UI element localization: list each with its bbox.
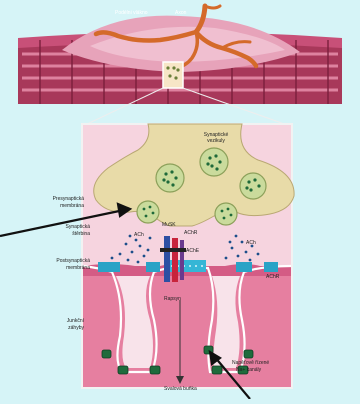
zoom-region <box>163 62 183 88</box>
label-sodium-1: Napěťově řízené <box>232 360 269 366</box>
label-synaptic-vesicles: Synaptické vezikuly <box>196 132 236 144</box>
label-muscle-fiber: Podélni vlákno <box>115 10 148 16</box>
label-achr-mid: AChR <box>184 230 197 236</box>
label-postsynaptic-2: membrána <box>24 265 90 271</box>
label-presynaptic-1: Presynaptická <box>24 196 84 202</box>
label-postsynaptic-1: Postsynaptická <box>24 258 90 264</box>
label-axon: Axon <box>175 10 186 16</box>
label-muscle-cell: Svalová buňka <box>164 386 197 392</box>
label-junctional-1: Junkční <box>28 318 84 324</box>
label-sodium-2: Na+ kanály <box>236 367 261 373</box>
label-junctional-2: záhyby <box>28 325 84 331</box>
label-ach-left: ACh <box>134 232 144 238</box>
label-cleft-2: štěrbina <box>30 231 90 237</box>
vesicle <box>240 173 266 199</box>
label-rapsyn: Rapsyn <box>164 296 181 302</box>
label-cleft-1: Synaptická <box>30 224 90 230</box>
vesicle <box>215 203 237 225</box>
label-musk: MuSK <box>162 222 176 228</box>
vesicle <box>200 148 228 176</box>
label-presynaptic-2: membrána <box>24 203 84 209</box>
vesicle <box>137 201 159 223</box>
vesicle <box>156 164 184 192</box>
label-achr-right: AChR <box>266 274 279 280</box>
muscle-fiber <box>18 16 342 104</box>
label-ache: AChE <box>186 248 199 254</box>
label-ach-right: ACh <box>246 240 256 246</box>
